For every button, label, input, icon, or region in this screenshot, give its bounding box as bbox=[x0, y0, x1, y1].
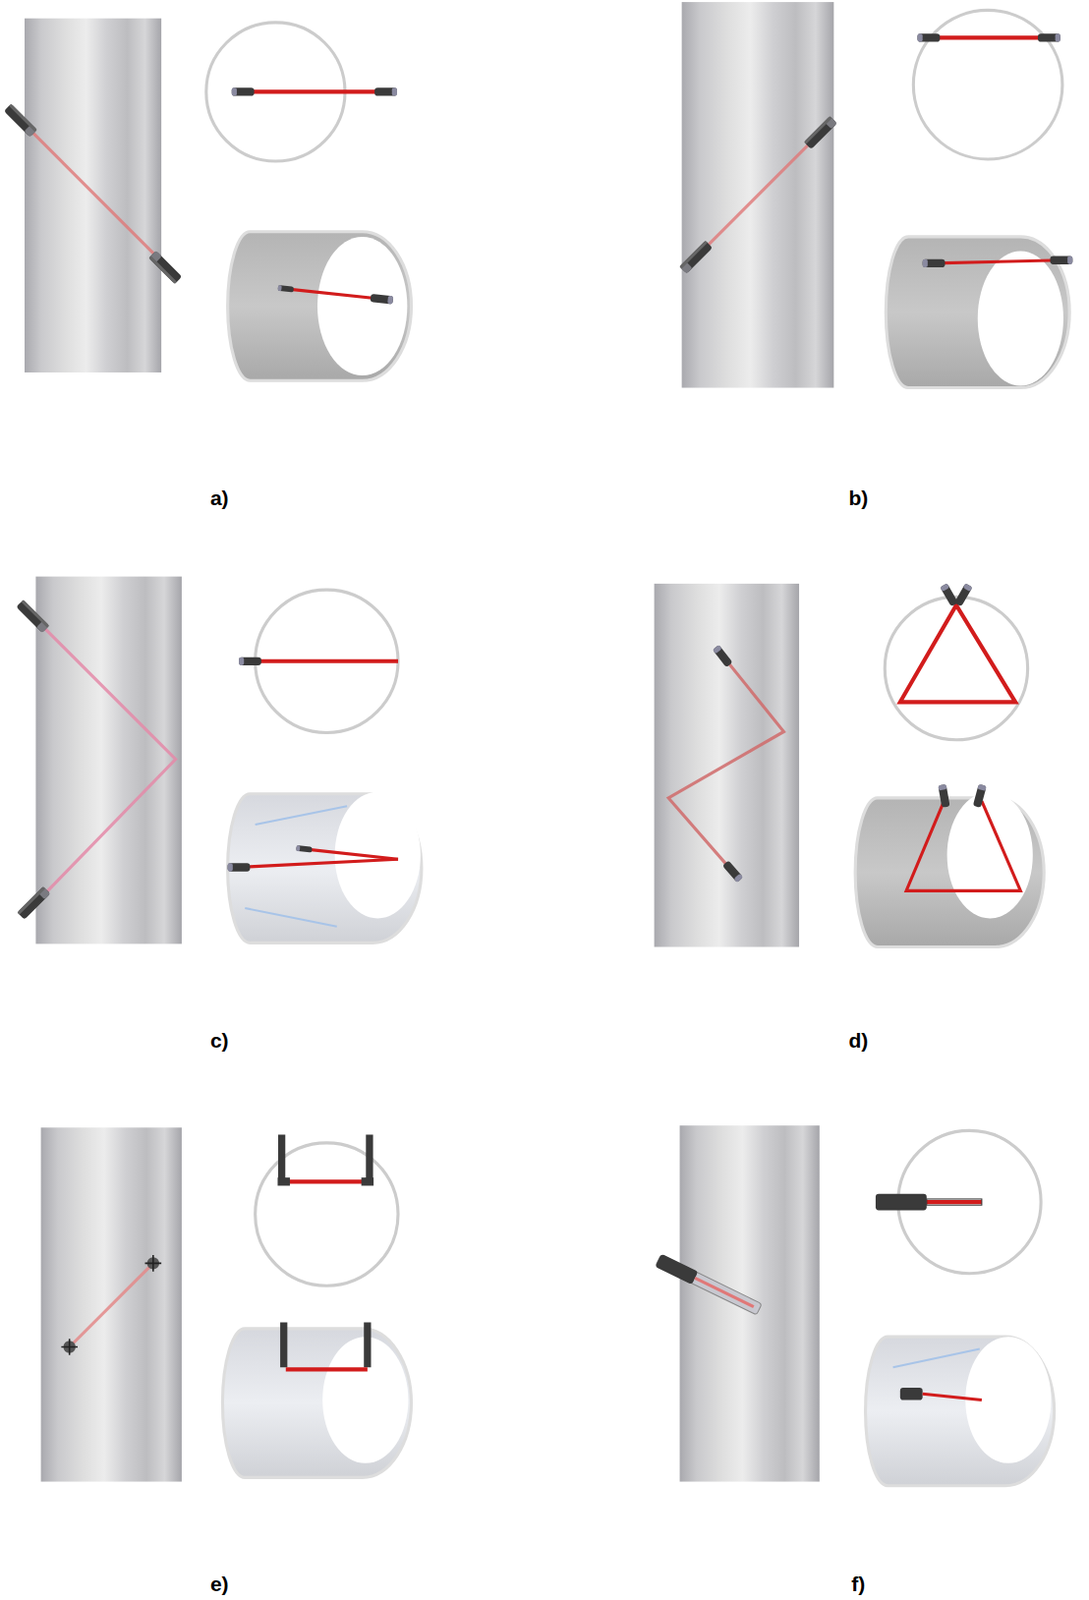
pipe bbox=[654, 583, 800, 948]
sound-path bbox=[242, 89, 386, 94]
pipe bbox=[24, 18, 162, 373]
panel-e bbox=[41, 1127, 412, 1482]
pipe-3d bbox=[222, 1328, 411, 1479]
panel-f bbox=[655, 1125, 1055, 1487]
pipe-section bbox=[255, 1143, 399, 1286]
pipe-section bbox=[884, 596, 1028, 740]
panel-d bbox=[654, 582, 1045, 947]
sound-path bbox=[18, 117, 171, 270]
panel-b bbox=[679, 1, 1073, 388]
pipe bbox=[35, 576, 181, 945]
panel-a bbox=[3, 18, 412, 382]
pipe-3d bbox=[228, 231, 412, 382]
panel-label: b) bbox=[848, 486, 868, 511]
panel-label: a) bbox=[210, 486, 230, 511]
panel-label: d) bbox=[848, 1029, 868, 1053]
pipe-3d bbox=[865, 1336, 1055, 1487]
pipe bbox=[682, 1, 835, 388]
pipe-section bbox=[913, 9, 1063, 160]
pipe bbox=[680, 1125, 820, 1482]
panel-label: e) bbox=[210, 1572, 230, 1597]
panel-label: c) bbox=[210, 1029, 230, 1053]
pipe-3d bbox=[885, 236, 1070, 389]
panel-label: f) bbox=[851, 1572, 865, 1597]
pipe bbox=[41, 1127, 182, 1482]
panel-c bbox=[15, 576, 421, 945]
